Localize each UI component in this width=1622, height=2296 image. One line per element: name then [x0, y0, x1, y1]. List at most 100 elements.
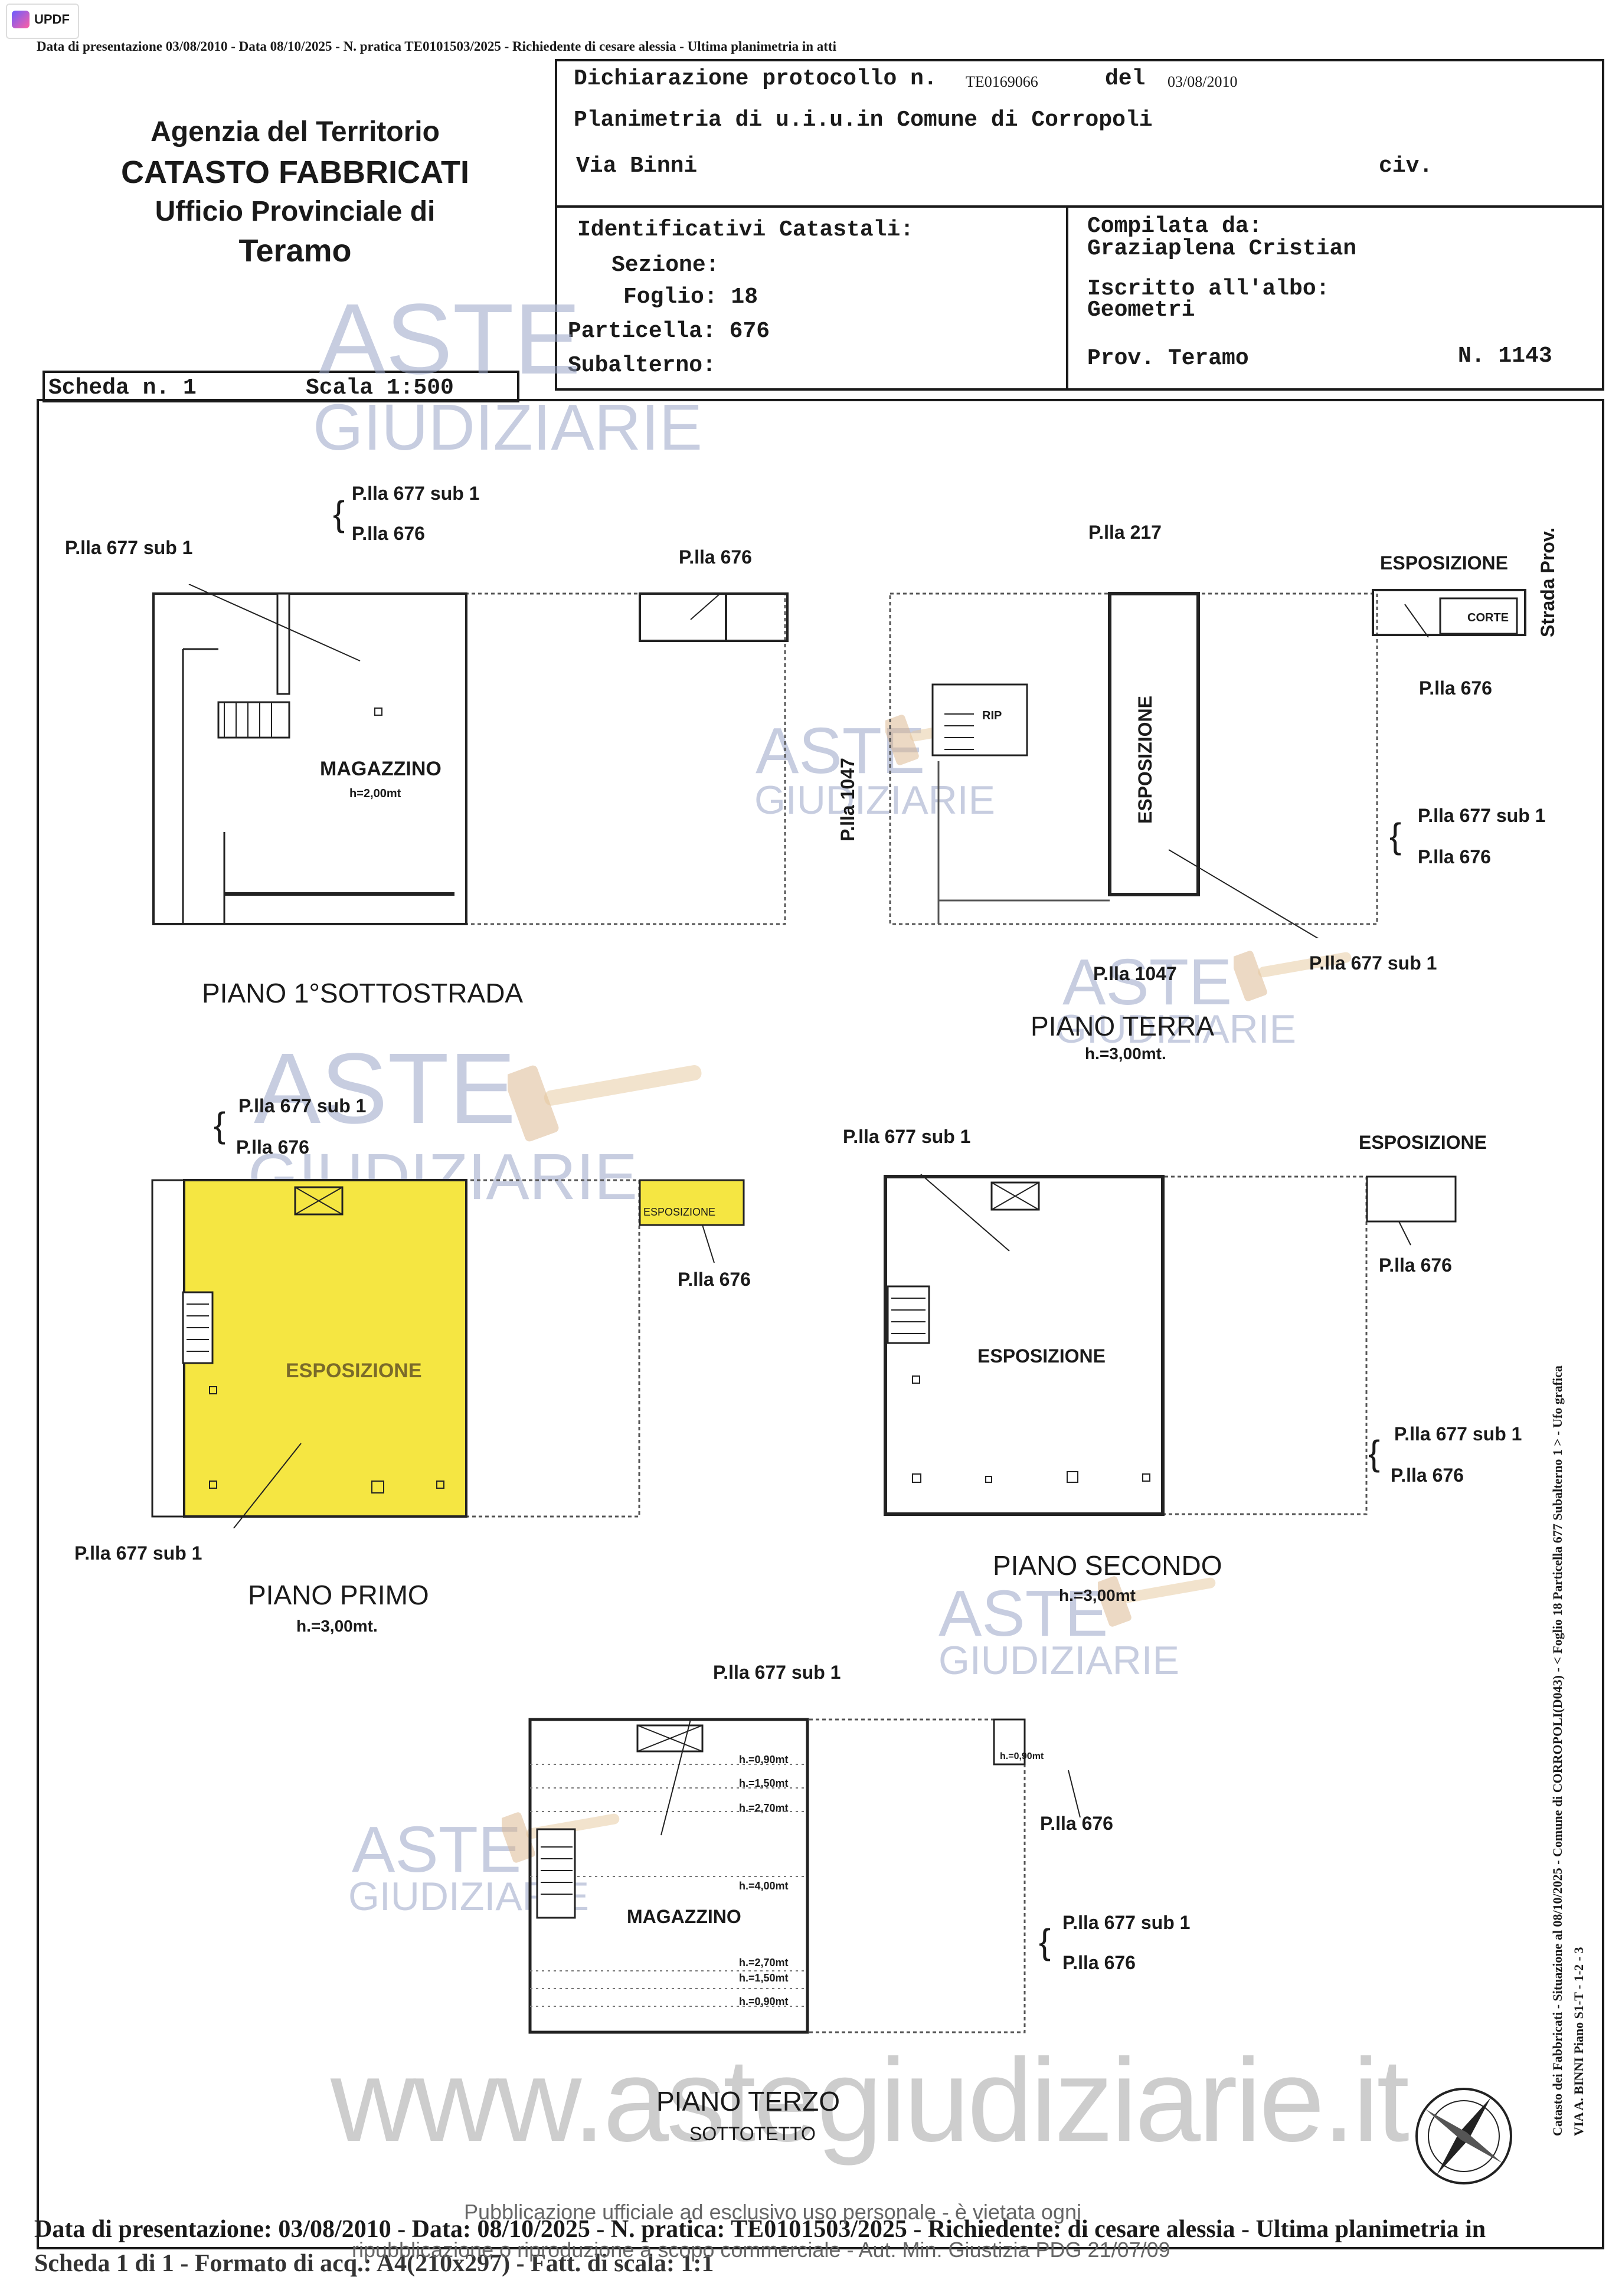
footer-line1: Data di presentazione: 03/08/2010 - Data…: [34, 2216, 1486, 2243]
sottostrada-bracket: {: [333, 494, 345, 533]
primo-esp-small: ESPOSIZIONE: [643, 1206, 716, 1218]
agency-line1: Agenzia del Territorio: [151, 116, 440, 148]
secondo-p676-right2: P.lla 676: [1391, 1465, 1464, 1486]
secondo-room: ESPOSIZIONE: [977, 1345, 1106, 1367]
terra-esp-small: ESPOSIZIONE: [1380, 552, 1508, 574]
terzo-p677-top: P.lla 677 sub 1: [713, 1662, 841, 1683]
terzo-title: PIANO TERZO: [656, 2086, 840, 2117]
compilata-label: Compilata da:: [1087, 214, 1263, 239]
agency-block: Agenzia del Territorio CATASTO FABBRICAT…: [89, 116, 502, 269]
sezione-label: Sezione:: [611, 253, 720, 278]
terzo-h3: h.=2,70mt: [739, 1802, 789, 1814]
terra-strada: Strada Prov.: [1537, 527, 1558, 637]
agency-line4: Teramo: [238, 233, 352, 268]
terra-title: PIANO TERRA: [1031, 1011, 1214, 1041]
planimetria-line: Planimetria di u.i.u.in Comune di Corrop…: [574, 107, 1153, 133]
primo-p677-top: P.lla 677 sub 1: [238, 1095, 367, 1116]
foglio-label: Foglio: 18: [623, 284, 758, 310]
side-text-2: VIA A. BINNI Piano S1-T - 1-2 - 3: [1571, 1947, 1586, 2136]
secondo-height: h.=3,00mt: [1059, 1586, 1136, 1604]
updf-logo-icon: [12, 11, 30, 28]
subalterno-label: Subalterno:: [568, 353, 716, 378]
plan-terra: [889, 589, 1526, 938]
terzo-h5: h.=2,70mt: [739, 1957, 789, 1969]
terzo-p676-right2: P.lla 676: [1062, 1952, 1136, 1973]
terzo-p676-right: P.lla 676: [1040, 1813, 1113, 1834]
secondo-p676-right: P.lla 676: [1379, 1255, 1452, 1276]
terzo-h1: h.=0,90mt: [739, 1754, 789, 1766]
primo-highlight: [183, 1179, 467, 1518]
primo-room: ESPOSIZIONE: [286, 1360, 422, 1382]
updf-label: UPDF: [34, 12, 70, 27]
terra-room: ESPOSIZIONE: [1134, 696, 1156, 824]
terzo-h7: h.=0,90mt: [739, 1996, 789, 2007]
prov-label: Prov. Teramo: [1087, 346, 1249, 371]
sottostrada-height: h=2,00mt: [349, 787, 401, 800]
terzo-h2: h.=1,50mt: [739, 1777, 789, 1789]
side-text: Catasto dei Fabbricati - Situazione al 0…: [1550, 1365, 1565, 2136]
compilatore-name: Graziaplena Cristian: [1087, 236, 1357, 261]
scala-label: Scala 1:500: [306, 375, 454, 401]
agency-line2: CATASTO FABBRICATI: [121, 155, 469, 190]
secondo-esp-small: ESPOSIZIONE: [1359, 1132, 1487, 1153]
secondo-p677-top: P.lla 677 sub 1: [843, 1126, 971, 1147]
sottostrada-p676-top: P.lla 676: [352, 523, 425, 544]
sottostrada-room: MAGAZZINO: [320, 758, 442, 780]
plan-primo: [151, 1179, 745, 1528]
plan-terzo: [528, 1718, 1081, 2034]
via-line: Via Binni: [576, 153, 698, 179]
terra-p1047-vertical: P.lla 1047: [837, 758, 858, 841]
particella-label: Particella: 676: [568, 319, 770, 344]
gavel-icon: [1098, 1576, 1216, 1627]
agency-line3: Ufficio Provinciale di: [155, 196, 436, 227]
terra-bracket: {: [1389, 816, 1402, 856]
sottostrada-p677-left: P.lla 677 sub 1: [65, 537, 193, 558]
terra-p677-bottom: P.lla 677 sub 1: [1309, 952, 1437, 974]
primo-height: h.=3,00mt.: [296, 1617, 378, 1635]
del-date: 03/08/2010: [1168, 73, 1238, 90]
terra-rip: RIP: [982, 709, 1002, 722]
terzo-room: MAGAZZINO: [627, 1906, 741, 1927]
terra-p676: P.lla 676: [1419, 677, 1492, 699]
terzo-subtitle: SOTTOTETTO: [689, 2123, 816, 2144]
primo-p676-top: P.lla 676: [236, 1136, 309, 1158]
terzo-p677-right: P.lla 677 sub 1: [1062, 1912, 1191, 1933]
header-compilata-box: [1066, 205, 1604, 391]
terzo-h4: h.=4,00mt: [739, 1880, 789, 1892]
plan-secondo: [884, 1174, 1457, 1516]
top-line: Data di presentazione 03/08/2010 - Data …: [37, 39, 836, 54]
iscritto-label: Iscritto all'albo:: [1087, 276, 1330, 302]
gavel-icon: [508, 1065, 702, 1142]
secondo-p677-right: P.lla 677 sub 1: [1394, 1423, 1522, 1445]
terra-height: h.=3,00mt.: [1085, 1044, 1166, 1063]
primo-p677-bottom: P.lla 677 sub 1: [74, 1542, 202, 1564]
compass-icon: [1415, 2088, 1512, 2184]
primo-title: PIANO PRIMO: [248, 1580, 429, 1610]
terra-p677-right: P.lla 677 sub 1: [1418, 805, 1546, 826]
terra-p676-right: P.lla 676: [1418, 846, 1491, 867]
protocollo-number: TE0169066: [966, 73, 1038, 90]
civ-label: civ.: [1379, 153, 1433, 179]
primo-p676-right: P.lla 676: [678, 1269, 751, 1290]
secondo-bracket: {: [1368, 1433, 1381, 1473]
ident-title: Identificativi Catastali:: [577, 217, 914, 243]
dichiarazione-label: Dichiarazione protocollo n.: [574, 66, 937, 91]
primo-bracket: {: [214, 1105, 226, 1145]
drawing-frame: [37, 399, 1604, 2249]
updf-badge: UPDF: [6, 4, 79, 39]
terra-corte: CORTE: [1467, 611, 1509, 624]
scheda-box: [42, 371, 519, 402]
terra-p1047-bottom: P.lla 1047: [1093, 963, 1177, 984]
sottostrada-p677-top: P.lla 677 sub 1: [352, 483, 480, 504]
numero-label: N. 1143: [1458, 343, 1552, 369]
footer-notice1: Pubblicazione ufficiale ad esclusivo uso…: [464, 2200, 1081, 2224]
terzo-h-side: h.=0,90mt: [1000, 1751, 1044, 1761]
plan-sottostrada: [152, 584, 789, 925]
sottostrada-title: PIANO 1°SOTTOSTRADA: [202, 978, 524, 1008]
footer-notice2: ripubblicazione o riproduzione a scopo c…: [352, 2238, 1170, 2262]
terzo-bracket: {: [1039, 1922, 1051, 1961]
del-label: del: [1105, 66, 1146, 91]
gavel-icon: [1234, 951, 1352, 1001]
terzo-h6: h.=1,50mt: [739, 1972, 789, 1984]
scheda-label: Scheda n. 1: [48, 375, 197, 401]
